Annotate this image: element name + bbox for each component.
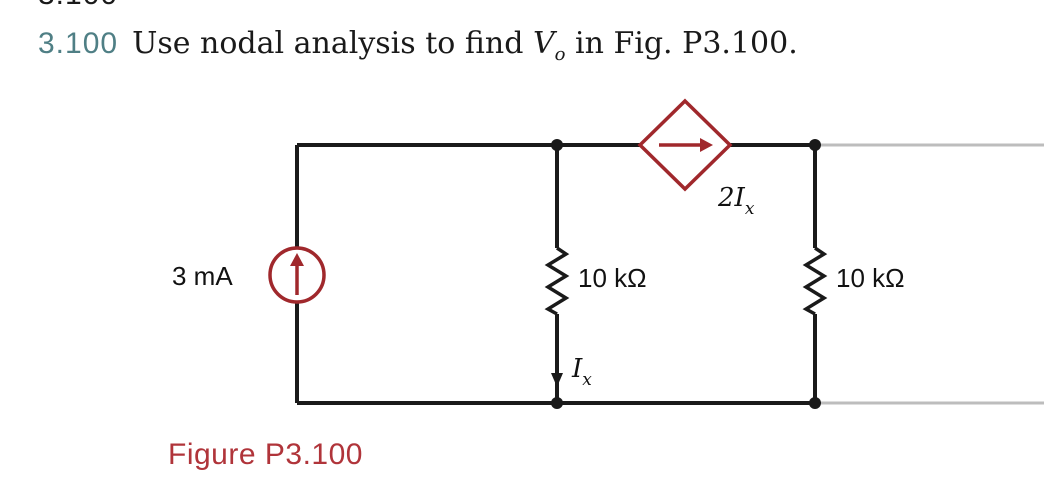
ix-arrow — [551, 373, 563, 387]
node-bottom-middle — [551, 397, 563, 409]
problem-number: 3.100 — [38, 27, 119, 60]
problem-text-before: Use nodal analysis to find — [132, 26, 533, 61]
cut-off-header: 3.100 — [38, 0, 118, 12]
ix-label: Ix — [571, 354, 592, 390]
ix-sub: x — [582, 370, 592, 390]
current-source-3ma — [268, 246, 326, 304]
dep-sub: x — [745, 199, 755, 219]
current-source-label: 3 mA — [172, 261, 233, 291]
resistor-r2 — [802, 246, 828, 316]
wires — [295, 143, 817, 405]
node-top-right — [809, 139, 821, 151]
r1-label: 10 kΩ — [578, 263, 647, 293]
problem-statement: 3.100 Use nodal analysis to find Vo in Fi… — [38, 26, 798, 65]
resistor-r1 — [544, 246, 570, 316]
dep-var: I — [734, 183, 746, 213]
problem-variable: V — [532, 26, 555, 61]
dep-coef: 2 — [717, 183, 735, 213]
node-top-middle — [551, 139, 563, 151]
problem-variable-subscript: o — [554, 44, 566, 65]
node-bottom-right — [809, 397, 821, 409]
figure-caption: Figure P3.100 — [168, 438, 363, 471]
ix-var: I — [571, 354, 583, 384]
dependent-source-label: 2Ix — [717, 183, 755, 219]
dependent-current-source — [637, 98, 733, 192]
problem-text-after: in Fig. P3.100. — [565, 26, 798, 61]
nodes — [551, 139, 821, 409]
r2-label: 10 kΩ — [836, 263, 905, 293]
